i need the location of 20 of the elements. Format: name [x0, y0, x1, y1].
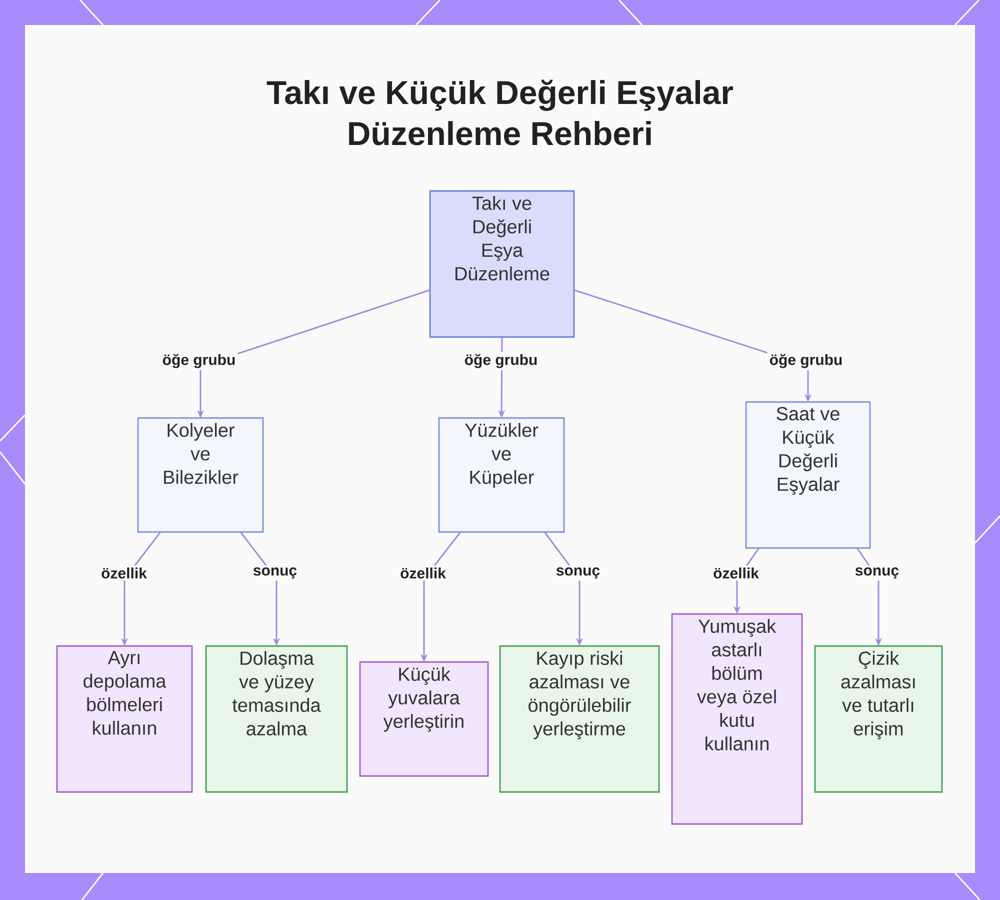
topic-box: Takı ve Değerli Eşya Düzenleme [429, 190, 575, 338]
result-box: Çizik azalması ve tutarlı erişim [814, 645, 943, 793]
category-box: Saat ve Küçük Değerli Eşyalar [745, 401, 871, 549]
category-box: Yüzükler ve Küpeler [438, 417, 565, 533]
title: Takı ve Küçük Değerli Eşyalar Düzenleme Rehberi [266, 80, 734, 146]
edge-label: öğe grubu [767, 352, 845, 370]
result-box: Kayıp riski azalması ve öngörülebilir yerleştirme [499, 645, 660, 793]
edge-label: sonuç [554, 565, 602, 581]
tip-box: Küçük yuvalara yerleştirin [359, 661, 489, 777]
edge-label: sonuç [250, 565, 300, 581]
edge-label: özellik [99, 566, 149, 581]
edge-label: özellik [398, 566, 448, 581]
tip-box: Ayrı depolama bölmeleri kullanın [56, 645, 193, 793]
result-box: Dolaşma ve yüzey temasında azalma [205, 645, 348, 793]
edge-label: özellik [711, 566, 761, 581]
edge-label: öğe grubu [462, 352, 540, 370]
edge-label: sonuç [852, 565, 902, 581]
tip-box: Yumuşak astarlı bölüm veya özel kutu kullanın [671, 613, 803, 825]
category-box: Kolyeler ve Bilezikler [137, 417, 264, 533]
edge-label: öğe grubu [160, 352, 238, 370]
